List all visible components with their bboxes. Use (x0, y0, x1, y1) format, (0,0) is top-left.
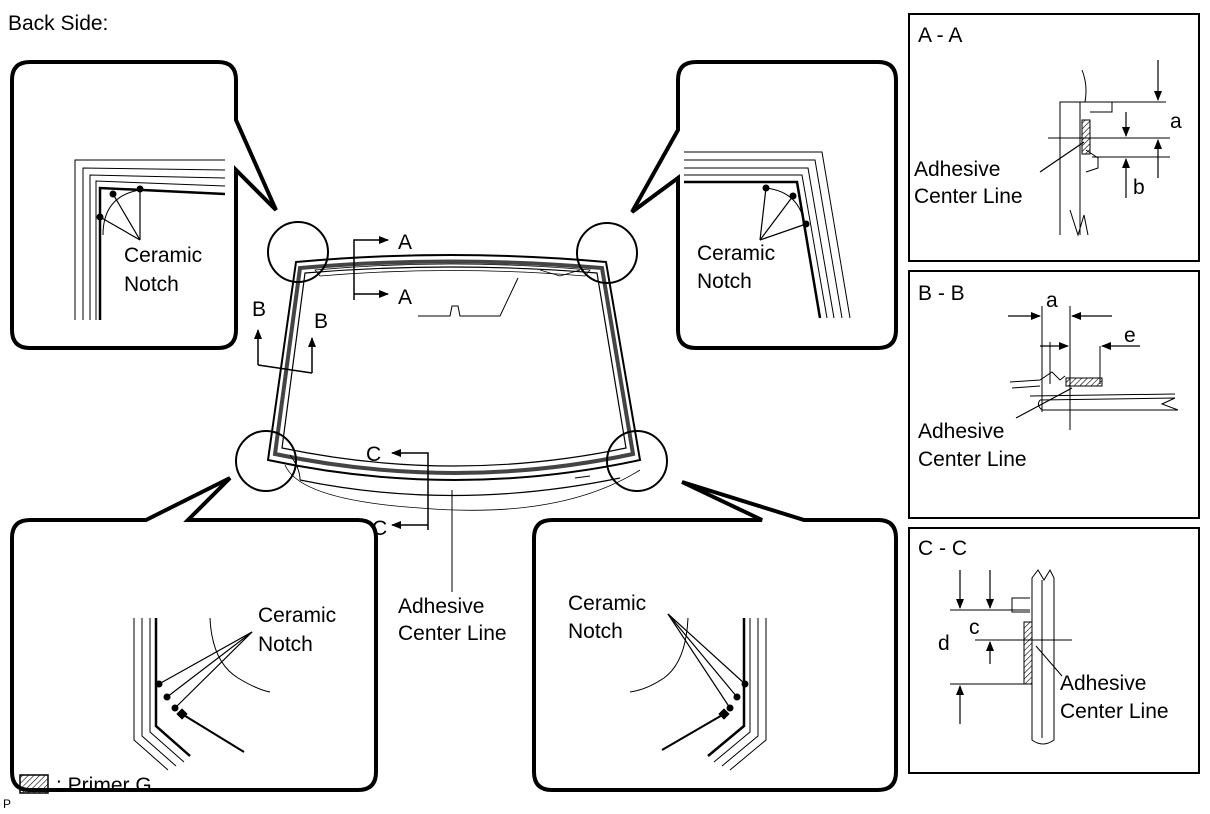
section-cc-label-2: Center Line (1060, 700, 1169, 723)
section-mark-a1: A (398, 231, 412, 254)
legend-label: : Primer G (56, 774, 152, 797)
section-cc-dim-c: c (969, 616, 980, 639)
section-mark-c1: C (366, 443, 381, 466)
section-mark-b2: B (314, 310, 328, 333)
section-cc-label-1: Adhesive (1060, 672, 1146, 695)
callout-bottom-right: Ceramic Notch (532, 480, 898, 792)
callout-tl-label-2: Notch (124, 273, 179, 296)
callout-tr-label-1: Ceramic (697, 242, 775, 265)
callout-bl-label-1: Ceramic (258, 604, 336, 627)
section-cc-dim-d: d (938, 632, 950, 655)
section-bb-label-1: Adhesive (918, 420, 1004, 443)
callout-br-label-2: Notch (568, 620, 623, 643)
callout-top-left: Ceramic Notch (10, 60, 278, 350)
section-bb-dim-a: a (1046, 289, 1058, 312)
section-aa-dim-a: a (1170, 110, 1182, 133)
section-aa-dim-b: b (1133, 176, 1145, 199)
adhesive-label-line2: Center Line (398, 622, 507, 645)
section-bb-label-2: Center Line (918, 448, 1027, 471)
section-cc-title: C - C (918, 537, 967, 560)
callout-bl-label-2: Notch (258, 633, 313, 656)
page-title: Back Side: (8, 12, 108, 35)
section-cc-panel: C - C c d Adhesive Center Line (908, 527, 1200, 774)
section-bb-dim-e: e (1124, 324, 1136, 347)
section-aa-title: A - A (918, 24, 962, 47)
callout-bottom-left: Ceramic Notch (10, 476, 378, 792)
section-mark-a2: A (398, 286, 412, 309)
section-bb-title: B - B (918, 282, 965, 305)
callout-tr-label-2: Notch (697, 270, 752, 293)
corner-mark: P (3, 797, 11, 811)
section-mark-b1: B (252, 298, 266, 321)
section-c-marker (391, 449, 429, 530)
callout-top-right: Ceramic Notch (630, 60, 898, 350)
primer-g-swatch (19, 774, 49, 794)
section-aa-panel: A - A a b Adhesive Center Line (908, 13, 1200, 262)
callout-br-label-1: Ceramic (568, 592, 646, 615)
detail-circles (235, 221, 668, 492)
section-bb-panel: a e B - B Adhesive Center Line (908, 270, 1200, 519)
section-aa-label-1: Adhesive (914, 158, 1000, 181)
callout-tl-label-1: Ceramic (124, 244, 202, 267)
windshield (266, 254, 642, 592)
adhesive-label-line1: Adhesive (398, 595, 484, 618)
section-b-marker (254, 329, 316, 374)
legend: : Primer G P (3, 774, 152, 811)
section-aa-label-2: Center Line (914, 185, 1023, 208)
section-a-marker (353, 236, 389, 300)
